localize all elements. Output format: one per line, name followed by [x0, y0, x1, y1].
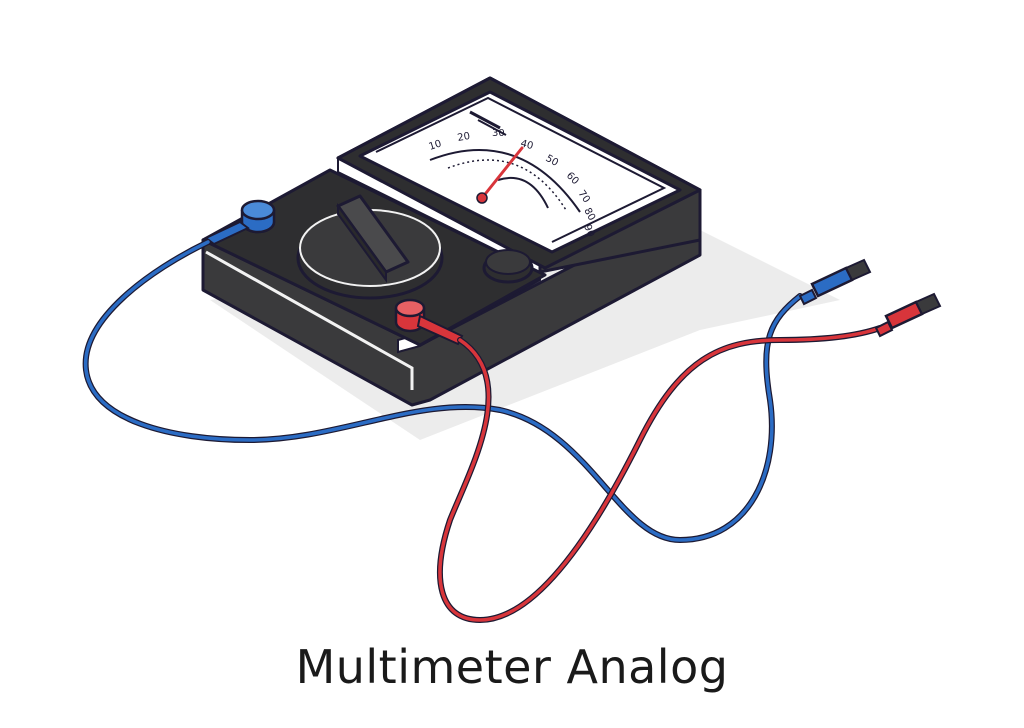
meter-dial-mark	[469, 110, 501, 130]
scale-label: 10	[428, 138, 444, 152]
meter-dial-mark	[477, 119, 507, 136]
meter-scale-arc-outer	[429, 148, 581, 213]
needle-icon	[476, 146, 524, 204]
caption-title: Multimeter Analog	[295, 640, 729, 694]
meter-dial-face	[358, 90, 682, 254]
rotary-dial-icon	[296, 194, 444, 300]
blue-probe-icon	[798, 258, 872, 306]
meter-dial-bezel	[375, 96, 667, 243]
meter-scale-arc-inner	[497, 176, 549, 209]
blue-jack-icon	[204, 199, 276, 246]
red-probe-icon	[874, 292, 942, 338]
scale-label: 90	[581, 223, 596, 239]
red-jack-icon	[394, 298, 464, 346]
red-cable-fill	[438, 326, 882, 622]
device-base-edge	[205, 250, 414, 390]
scale-label: 30	[492, 128, 505, 139]
adjust-knob-icon	[482, 249, 534, 284]
scale-label: 80	[581, 206, 597, 222]
scale-label: 20	[457, 131, 471, 144]
blue-cable-fill	[84, 240, 802, 542]
